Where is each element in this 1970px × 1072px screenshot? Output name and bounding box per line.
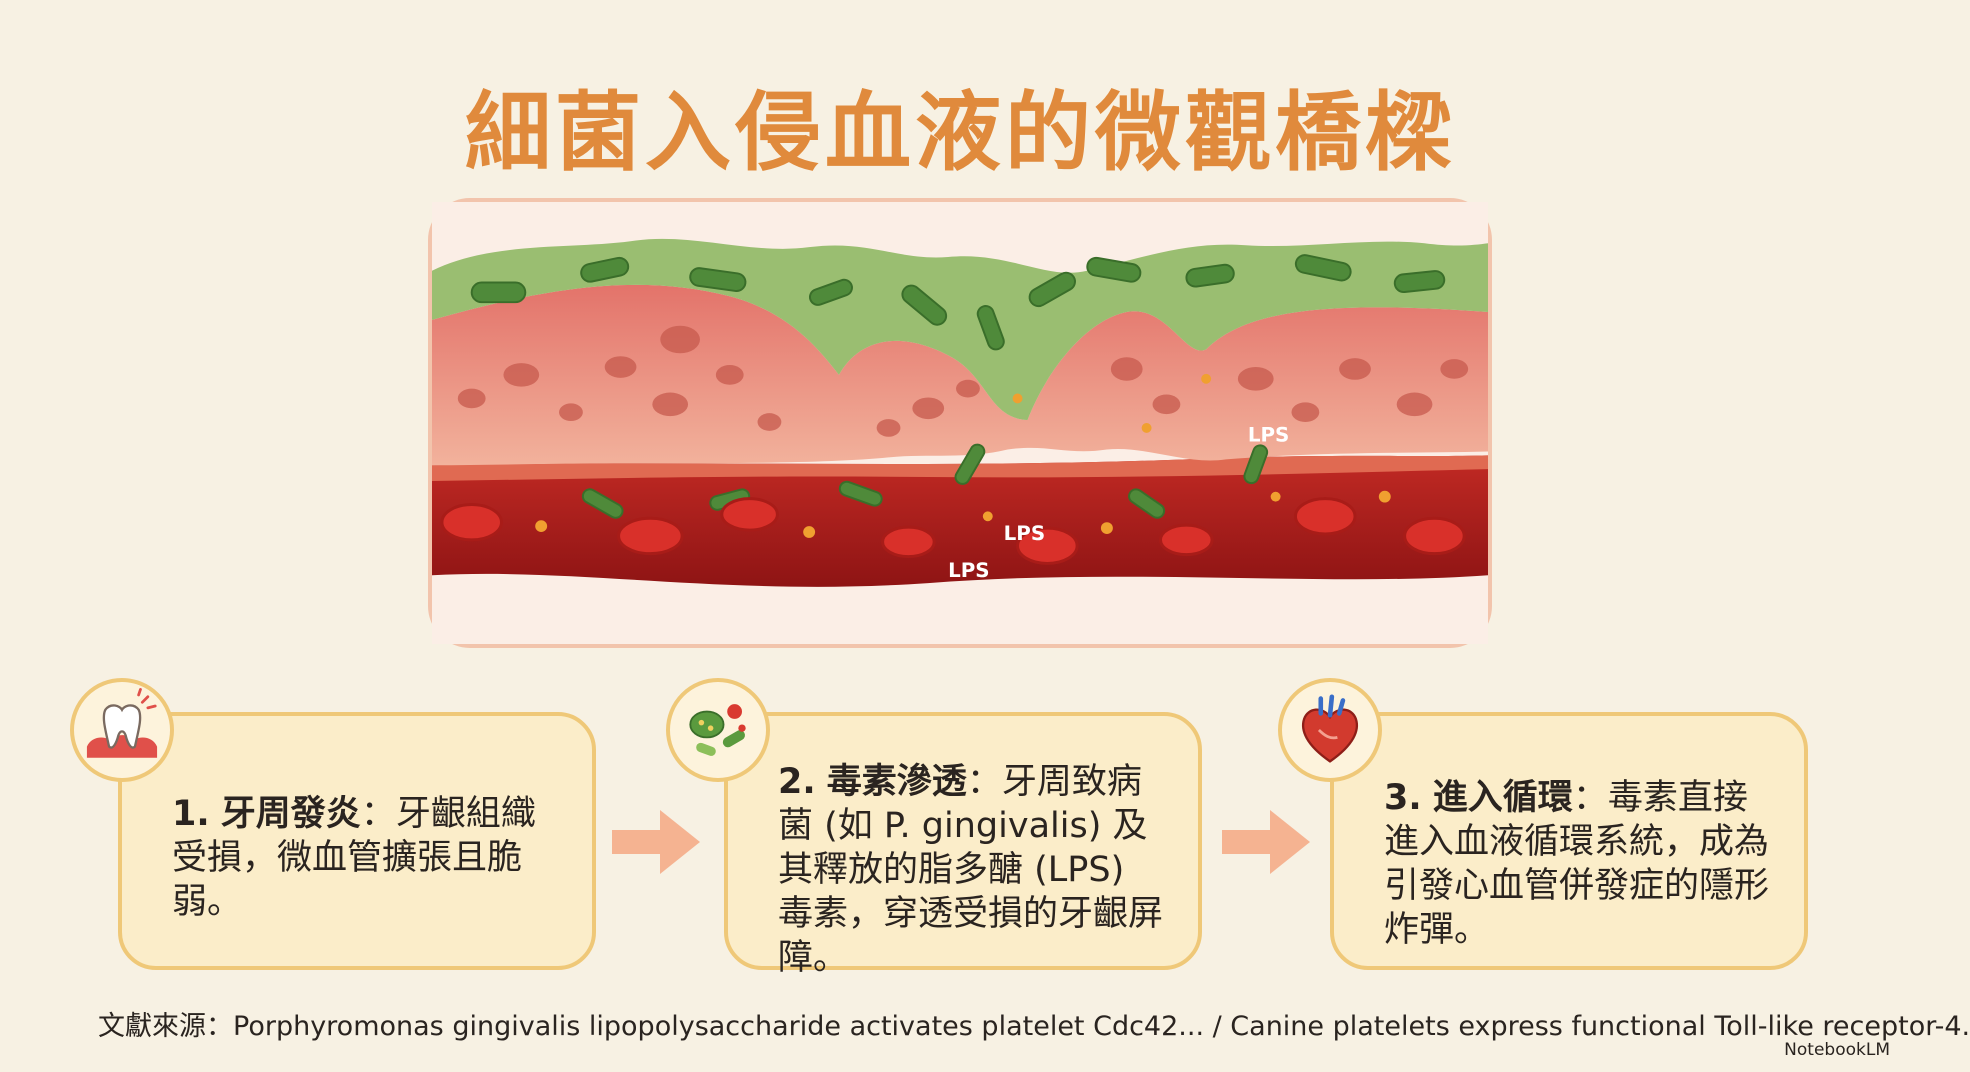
lps-label-1: LPS bbox=[1248, 424, 1289, 447]
step-1-separator: ： bbox=[360, 794, 396, 834]
inflamed-tooth-icon bbox=[70, 678, 174, 782]
step-2-separator: ： bbox=[966, 762, 1002, 802]
brand-watermark: NotebookLM bbox=[1784, 1040, 1890, 1060]
arrow-right-icon bbox=[1222, 810, 1310, 874]
step-card-3: 3. 進入循環：毒素直接進入血液循環系統，成為引發心血管併發症的隱形炸彈。 bbox=[1330, 712, 1808, 970]
gum-tissue-illustration: LPS LPS LPS bbox=[428, 198, 1492, 648]
step-3-text: 3. 進入循環：毒素直接進入血液循環系統，成為引發心血管併發症的隱形炸彈。 bbox=[1384, 776, 1774, 952]
gum-cross-section-svg: LPS LPS LPS bbox=[432, 202, 1488, 644]
step-2-number: 2. bbox=[778, 762, 816, 802]
lps-label-2: LPS bbox=[1004, 522, 1045, 545]
step-card-2: 2. 毒素滲透：牙周致病菌 (如 P. gingivalis) 及其釋放的脂多醣… bbox=[724, 712, 1202, 978]
lps-label-3: LPS bbox=[948, 559, 989, 582]
step-2-body: 牙周致病菌 (如 P. gingivalis) 及其釋放的脂多醣 (LPS) 毒… bbox=[778, 762, 1164, 978]
heart-icon bbox=[1278, 678, 1382, 782]
step-3-body: 毒素直接進入血液循環系統，成為引發心血管併發症的隱形炸彈。 bbox=[1384, 778, 1770, 950]
step-3-heading: 進入循環 bbox=[1432, 778, 1573, 818]
step-1-text: 1. 牙周發炎：牙齦組織受損，微血管擴張且脆弱。 bbox=[172, 776, 562, 924]
step-3-number: 3. bbox=[1384, 778, 1422, 818]
step-1-heading: 牙周發炎 bbox=[220, 794, 361, 834]
step-1-number: 1. bbox=[172, 794, 210, 834]
step-card-1: 1. 牙周發炎：牙齦組織受損，微血管擴張且脆弱。 bbox=[118, 712, 596, 970]
step-3-separator: ： bbox=[1572, 778, 1608, 818]
arrow-right-icon bbox=[612, 810, 700, 874]
step-2-heading: 毒素滲透 bbox=[826, 762, 967, 802]
page-title: 細菌入侵血液的微觀橋樑 bbox=[465, 83, 1455, 183]
bacteria-icon bbox=[666, 678, 770, 782]
step-2-text: 2. 毒素滲透：牙周致病菌 (如 P. gingivalis) 及其釋放的脂多醣… bbox=[778, 760, 1168, 980]
source-citation: 文獻來源：Porphyromonas gingivalis lipopolysa… bbox=[98, 1011, 1970, 1042]
step-1-body: 牙齦組織受損，微血管擴張且脆弱。 bbox=[172, 794, 536, 922]
